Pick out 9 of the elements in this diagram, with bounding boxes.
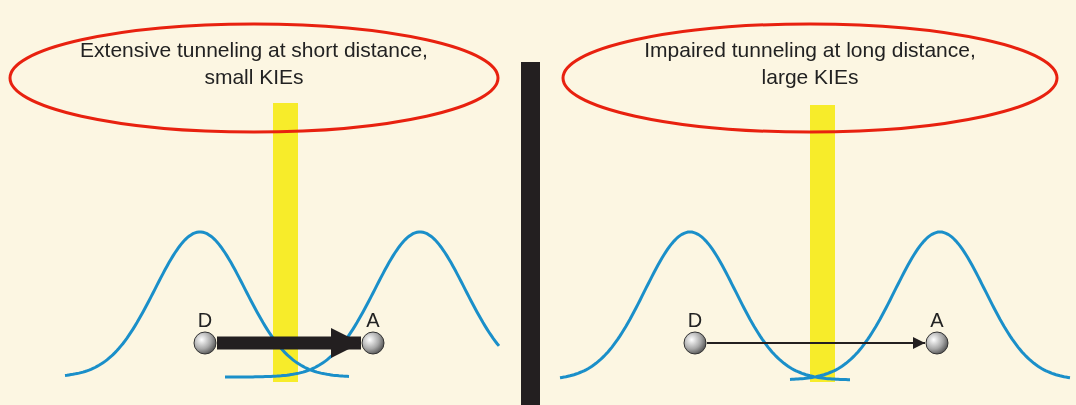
sphere-label: A bbox=[365, 309, 381, 331]
caption-text: Extensive tunneling at short distance, small KIEs bbox=[79, 37, 429, 90]
arrow bbox=[706, 337, 926, 349]
sphere-label: A bbox=[929, 309, 945, 331]
arrow bbox=[217, 328, 361, 358]
sphere-label: D bbox=[686, 309, 704, 331]
divider-bar bbox=[521, 62, 540, 405]
sphere-label: D bbox=[196, 309, 214, 331]
caption-text: Impaired tunneling at long distance, large KIEs bbox=[643, 37, 977, 90]
